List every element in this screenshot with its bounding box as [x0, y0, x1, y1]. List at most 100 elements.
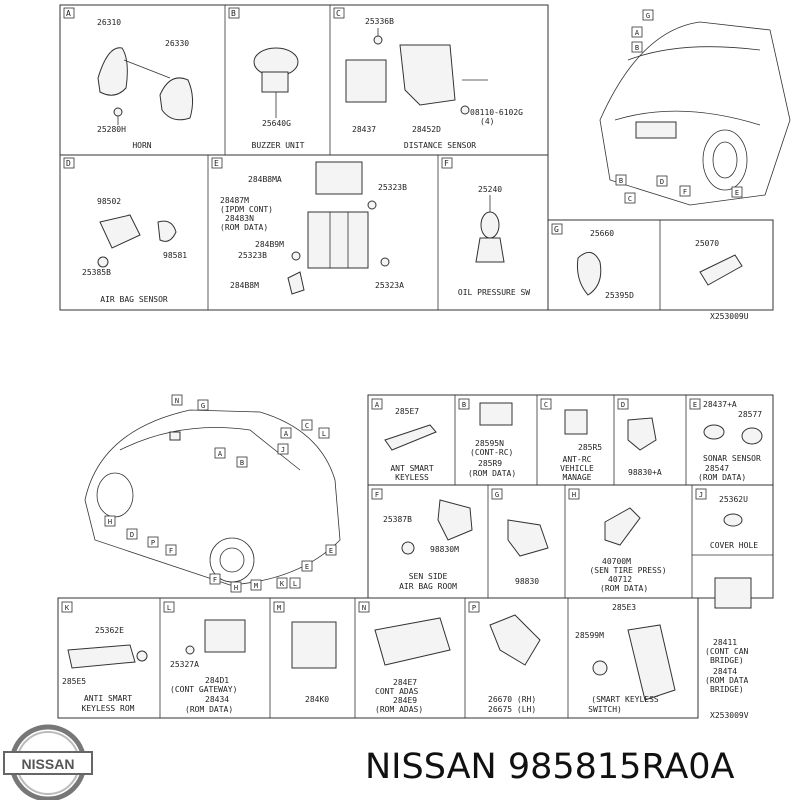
panel-caption: OIL PRESSURE SW	[458, 288, 530, 297]
callout-letter: F	[683, 188, 687, 196]
air-bag-sensor-part	[99, 214, 141, 249]
callout-letter: A	[218, 450, 223, 458]
part-number: 285E7	[395, 407, 419, 416]
smart-key-fob	[627, 624, 676, 701]
part-number: 28577	[738, 410, 762, 419]
part-number: 25385B	[82, 268, 111, 277]
panel-caption: MANAGE	[563, 473, 592, 482]
bracket-part-p	[489, 614, 541, 666]
part-number: 284B8MA	[248, 175, 282, 184]
bottom-section: N G C A L J A B H D P F F H M K L E E	[57, 394, 774, 720]
panel-letter: G	[554, 225, 559, 234]
panel-letter: F	[375, 491, 379, 499]
panel-letter: L	[167, 604, 171, 612]
part-number: 25387B	[383, 515, 412, 524]
panel-bottom-a: A 285E7 ANT SMART KEYLESS	[371, 398, 437, 482]
part-number: 25336B	[365, 17, 394, 26]
part-number: (CONT CAN	[705, 647, 749, 656]
panel-letter: B	[462, 401, 466, 409]
part-number: (ROM DATA	[705, 676, 749, 685]
bottom-row3-frame	[57, 597, 699, 719]
panel-top-b: B 25640G BUZZER UNIT	[228, 7, 305, 150]
part-number: CONT ADAS	[375, 687, 419, 696]
panel-top-f: 25240 F OIL PRESSURE SW	[441, 157, 530, 297]
callout-letter: L	[293, 580, 297, 588]
part-number: (ROM DATA)	[185, 705, 233, 714]
part-number: 98581	[163, 251, 187, 260]
part-number: 28483N	[225, 214, 254, 223]
panel-bottom-j: J 25362U COVER HOLE	[695, 488, 758, 550]
panel-letter: P	[472, 604, 476, 612]
air-bag-sensor-small	[157, 220, 177, 242]
panel-caption: AIR BAG SENSOR	[100, 295, 168, 304]
part-number: 28434	[205, 695, 229, 704]
part-number: 26670 (RH)	[488, 695, 536, 704]
part-number: 25323B	[238, 251, 267, 260]
part-number: 284E9	[393, 696, 417, 705]
callout-letter: E	[305, 563, 309, 571]
part-number: 28411	[713, 638, 737, 647]
footer: NISSAN NISSAN 985815RA0A	[3, 724, 735, 800]
ant-smart-keyless-part	[384, 424, 437, 451]
panel-letter: N	[362, 604, 366, 612]
panel-caption: AIR BAG ROOM	[399, 582, 457, 591]
part-number: 284K0	[305, 695, 329, 704]
part-number: 284B8M	[230, 281, 259, 290]
panel-caption: (SMART KEYLESS	[591, 695, 659, 704]
panel-bottom-smart-key: 285E3 28599M (SMART KEYLESS SWITCH)	[575, 603, 676, 714]
cover-hole-part	[723, 513, 743, 527]
key-battery-part	[592, 660, 608, 676]
panel-caption: DISTANCE SENSOR	[404, 141, 476, 150]
panel-caption: ANTI SMART	[84, 694, 132, 703]
panel-bottom-f: F 25387B 98830M SEN SIDE AIR BAG ROOM	[371, 488, 473, 591]
part-number: 284D1	[205, 676, 229, 685]
part-number: (ROM ADAS)	[375, 705, 423, 714]
callout-letter: H	[108, 518, 112, 526]
part-number: 25362U	[719, 495, 748, 504]
callout-letter: D	[130, 531, 134, 539]
part-number: (CONT-RC)	[470, 448, 513, 457]
panel-letter: E	[693, 401, 697, 409]
top-car-illustration: G A B B C D F E	[599, 9, 791, 206]
panel-top-e: E 284B8MA 28487M (IPDM CONT) 28483N (ROM…	[211, 157, 407, 295]
callout-letter: A	[284, 430, 289, 438]
panel-letter: C	[544, 401, 548, 409]
callout-letter: P	[151, 539, 155, 547]
callout-letter: E	[735, 189, 739, 197]
part-number: 98830M	[430, 545, 459, 554]
part-number: (ROM DATA)	[468, 469, 516, 478]
panel-letter: G	[495, 491, 499, 499]
panel-bottom-bridge: 28411 (CONT CAN BRIDGE) 284T4 (ROM DATA …	[705, 577, 752, 694]
panel-letter: J	[699, 491, 703, 499]
part-number: BRIDGE)	[710, 656, 744, 665]
panel-top-d: D 98502 25385B 98581 AIR BAG SENSOR	[63, 157, 187, 304]
part-number: 285E3	[612, 603, 636, 612]
panel-letter: D	[66, 159, 71, 168]
panel-bottom-k: K 25362E 285E5 ANTI SMART KEYLESS ROM	[61, 601, 148, 713]
panel-caption: ANT SMART	[390, 464, 434, 473]
sensor-bracket	[399, 44, 456, 106]
callout-letter: B	[619, 177, 623, 185]
panel-bottom-e: E 28437+A 28577 SONAR SENSOR 28547 (ROM …	[689, 398, 763, 482]
panel-bottom-l: L 25327A 284D1 (CONT GATEWAY) 28434 (ROM…	[163, 601, 246, 714]
panel-letter: C	[336, 9, 341, 18]
part-number: 25070	[695, 239, 719, 248]
ipdm-module	[307, 211, 369, 269]
panel-caption: VEHICLE	[560, 464, 594, 473]
sensor-part-d	[627, 417, 657, 451]
panel-bottom-n: N 284E7 CONT ADAS 284E9 (ROM ADAS)	[358, 601, 451, 714]
diagram-code: X253009V	[710, 711, 749, 720]
part-number: 284T4	[713, 667, 737, 676]
part-number: 98830+A	[628, 468, 662, 477]
callout-letter: D	[660, 178, 664, 186]
part-number: 98502	[97, 197, 121, 206]
panel-letter: H	[572, 491, 576, 499]
callout-letter: F	[213, 576, 217, 584]
panel-letter: E	[214, 159, 219, 168]
callout-letter: E	[329, 547, 333, 555]
part-caption: NISSAN 985815RA0A	[365, 747, 735, 787]
part-number: 28452D	[412, 125, 441, 134]
sonar-sensor-right	[741, 427, 763, 445]
part-number: 08110-6102G	[470, 108, 523, 117]
panel-bottom-p: P 26670 (RH) 26675 (LH)	[468, 601, 541, 714]
